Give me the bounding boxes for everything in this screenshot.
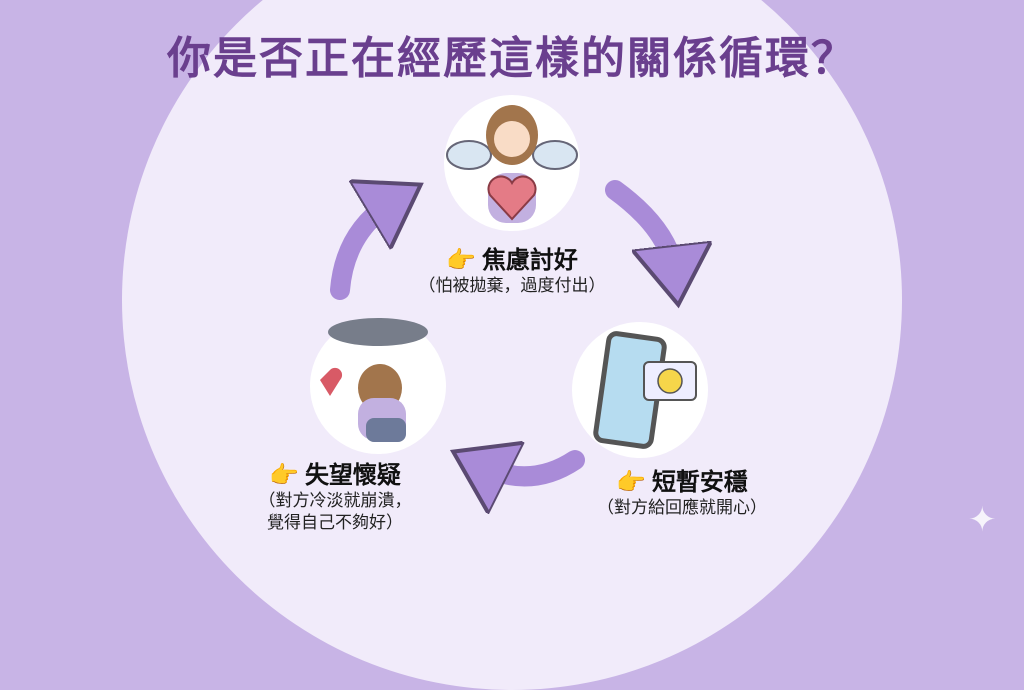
sparkle-icon: ✦: [968, 500, 997, 540]
stage-subtitle-line-1: （對方冷淡就崩潰，: [258, 491, 412, 511]
arrow-left: [330, 200, 395, 300]
angel-girl-illustration: [444, 95, 580, 231]
stage-heading: 短暫安穩: [651, 468, 748, 496]
stage-temporary-stability: 👉短暫安穩 （對方給回應就開心）: [572, 462, 792, 519]
angel-girl-holding-heart-icon: [446, 105, 578, 223]
stage-anxious-pleasing: 👉焦慮討好 （怕被拋棄，過度付出）: [392, 240, 632, 297]
arrow-bottom: [480, 460, 585, 476]
cycle-arrows: [330, 0, 1024, 559]
pointing-hand-icon: 👉: [446, 246, 476, 274]
pointing-hand-icon: 👉: [269, 461, 299, 489]
sad-girl-illustration: [310, 318, 446, 454]
stage-heading: 失望懷疑: [304, 461, 401, 489]
stage-subtitle-line-2: 覺得自己不夠好）: [267, 513, 403, 533]
stage-disappointment-doubt: 👉失望懷疑 （對方冷淡就崩潰， 覺得自己不夠好）: [230, 455, 440, 534]
sad-girl-rain-cloud-icon: [320, 318, 428, 442]
pointing-hand-icon: 👉: [616, 468, 646, 496]
stage-subtitle: （怕被拋棄，過度付出）: [418, 276, 606, 296]
page-title: 你是否正在經歷這樣的關係循環？: [167, 33, 857, 84]
arrow-top-right: [605, 180, 675, 275]
phone-smiley-message-icon: [593, 331, 697, 449]
stage-subtitle: （對方給回應就開心）: [597, 498, 767, 518]
phone-illustration: [572, 322, 708, 458]
stage-heading: 焦慮討好: [481, 246, 578, 274]
